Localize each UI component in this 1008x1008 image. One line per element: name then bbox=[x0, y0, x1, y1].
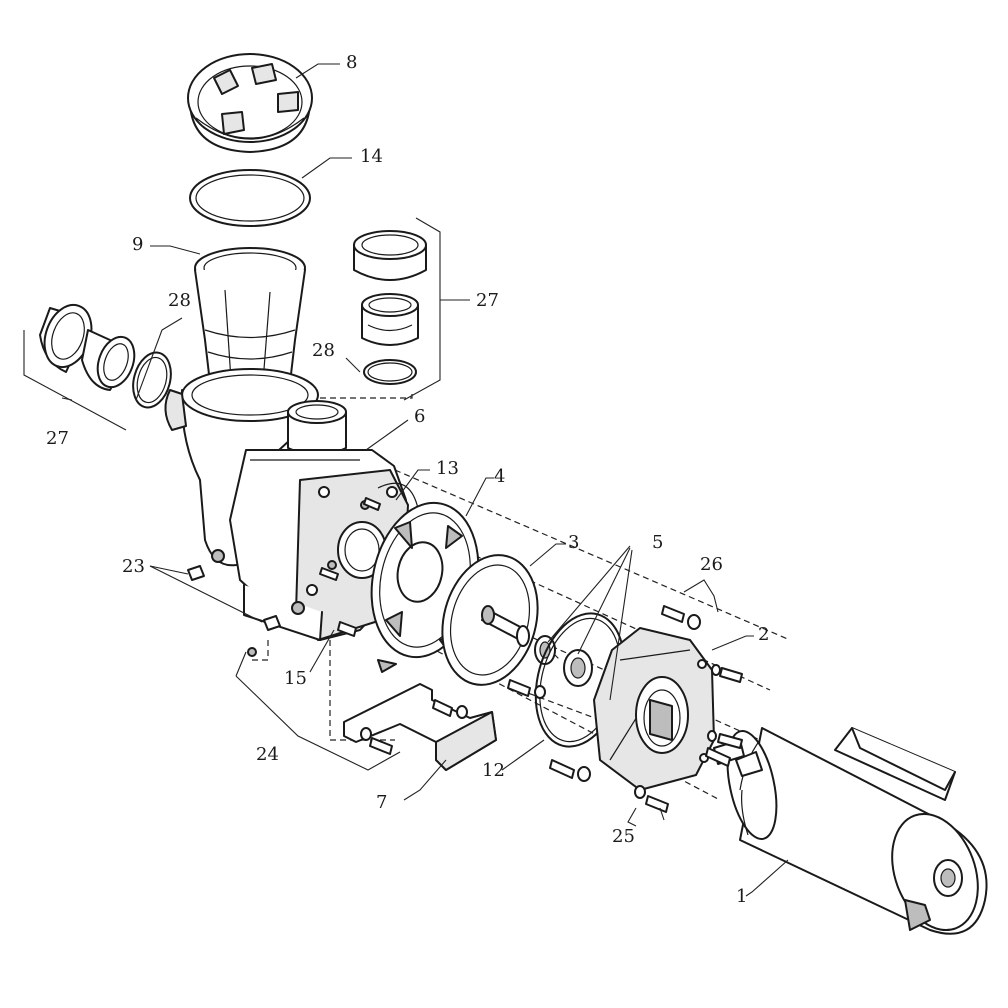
callout-28-left: 28 bbox=[168, 290, 191, 311]
leader-lines bbox=[23, 63, 789, 897]
callout-27-right: 27 bbox=[476, 290, 499, 311]
callout-1: 1 bbox=[736, 886, 747, 907]
part-27-union-fitting-right bbox=[353, 230, 427, 346]
part-8-strainer-lid bbox=[187, 53, 313, 153]
callout-labels: 8 14 9 28 27 28 27 6 13 4 3 5 23 26 2 15… bbox=[46, 52, 769, 907]
part-6-pump-housing bbox=[164, 368, 409, 641]
part-28-union-oring-left bbox=[132, 351, 172, 409]
part-7-motor-support bbox=[343, 683, 497, 771]
callout-3: 3 bbox=[568, 532, 579, 553]
callout-25: 25 bbox=[612, 826, 635, 847]
callout-8: 8 bbox=[346, 52, 357, 73]
callout-9: 9 bbox=[132, 234, 143, 255]
part-14-lid-oring bbox=[189, 169, 311, 227]
callout-26: 26 bbox=[700, 554, 723, 575]
callout-5: 5 bbox=[652, 532, 663, 553]
callout-28-right: 28 bbox=[312, 340, 335, 361]
callout-7: 7 bbox=[376, 792, 387, 813]
callout-13: 13 bbox=[436, 458, 459, 479]
callout-27-left: 27 bbox=[46, 428, 69, 449]
part-27-union-fitting-left bbox=[39, 304, 136, 391]
callout-12: 12 bbox=[482, 760, 505, 781]
part-28-union-oring-right bbox=[363, 359, 417, 385]
part-1-motor bbox=[713, 727, 988, 935]
callout-15: 15 bbox=[284, 668, 307, 689]
callout-24: 24 bbox=[256, 744, 279, 765]
callout-2: 2 bbox=[758, 624, 769, 645]
hardware-fasteners bbox=[187, 497, 743, 813]
part-2-seal-plate bbox=[593, 627, 715, 791]
callout-23: 23 bbox=[122, 556, 145, 577]
callout-14: 14 bbox=[360, 146, 383, 167]
callout-4: 4 bbox=[494, 466, 505, 487]
callout-6: 6 bbox=[414, 406, 425, 427]
part-3-impeller bbox=[441, 554, 539, 686]
